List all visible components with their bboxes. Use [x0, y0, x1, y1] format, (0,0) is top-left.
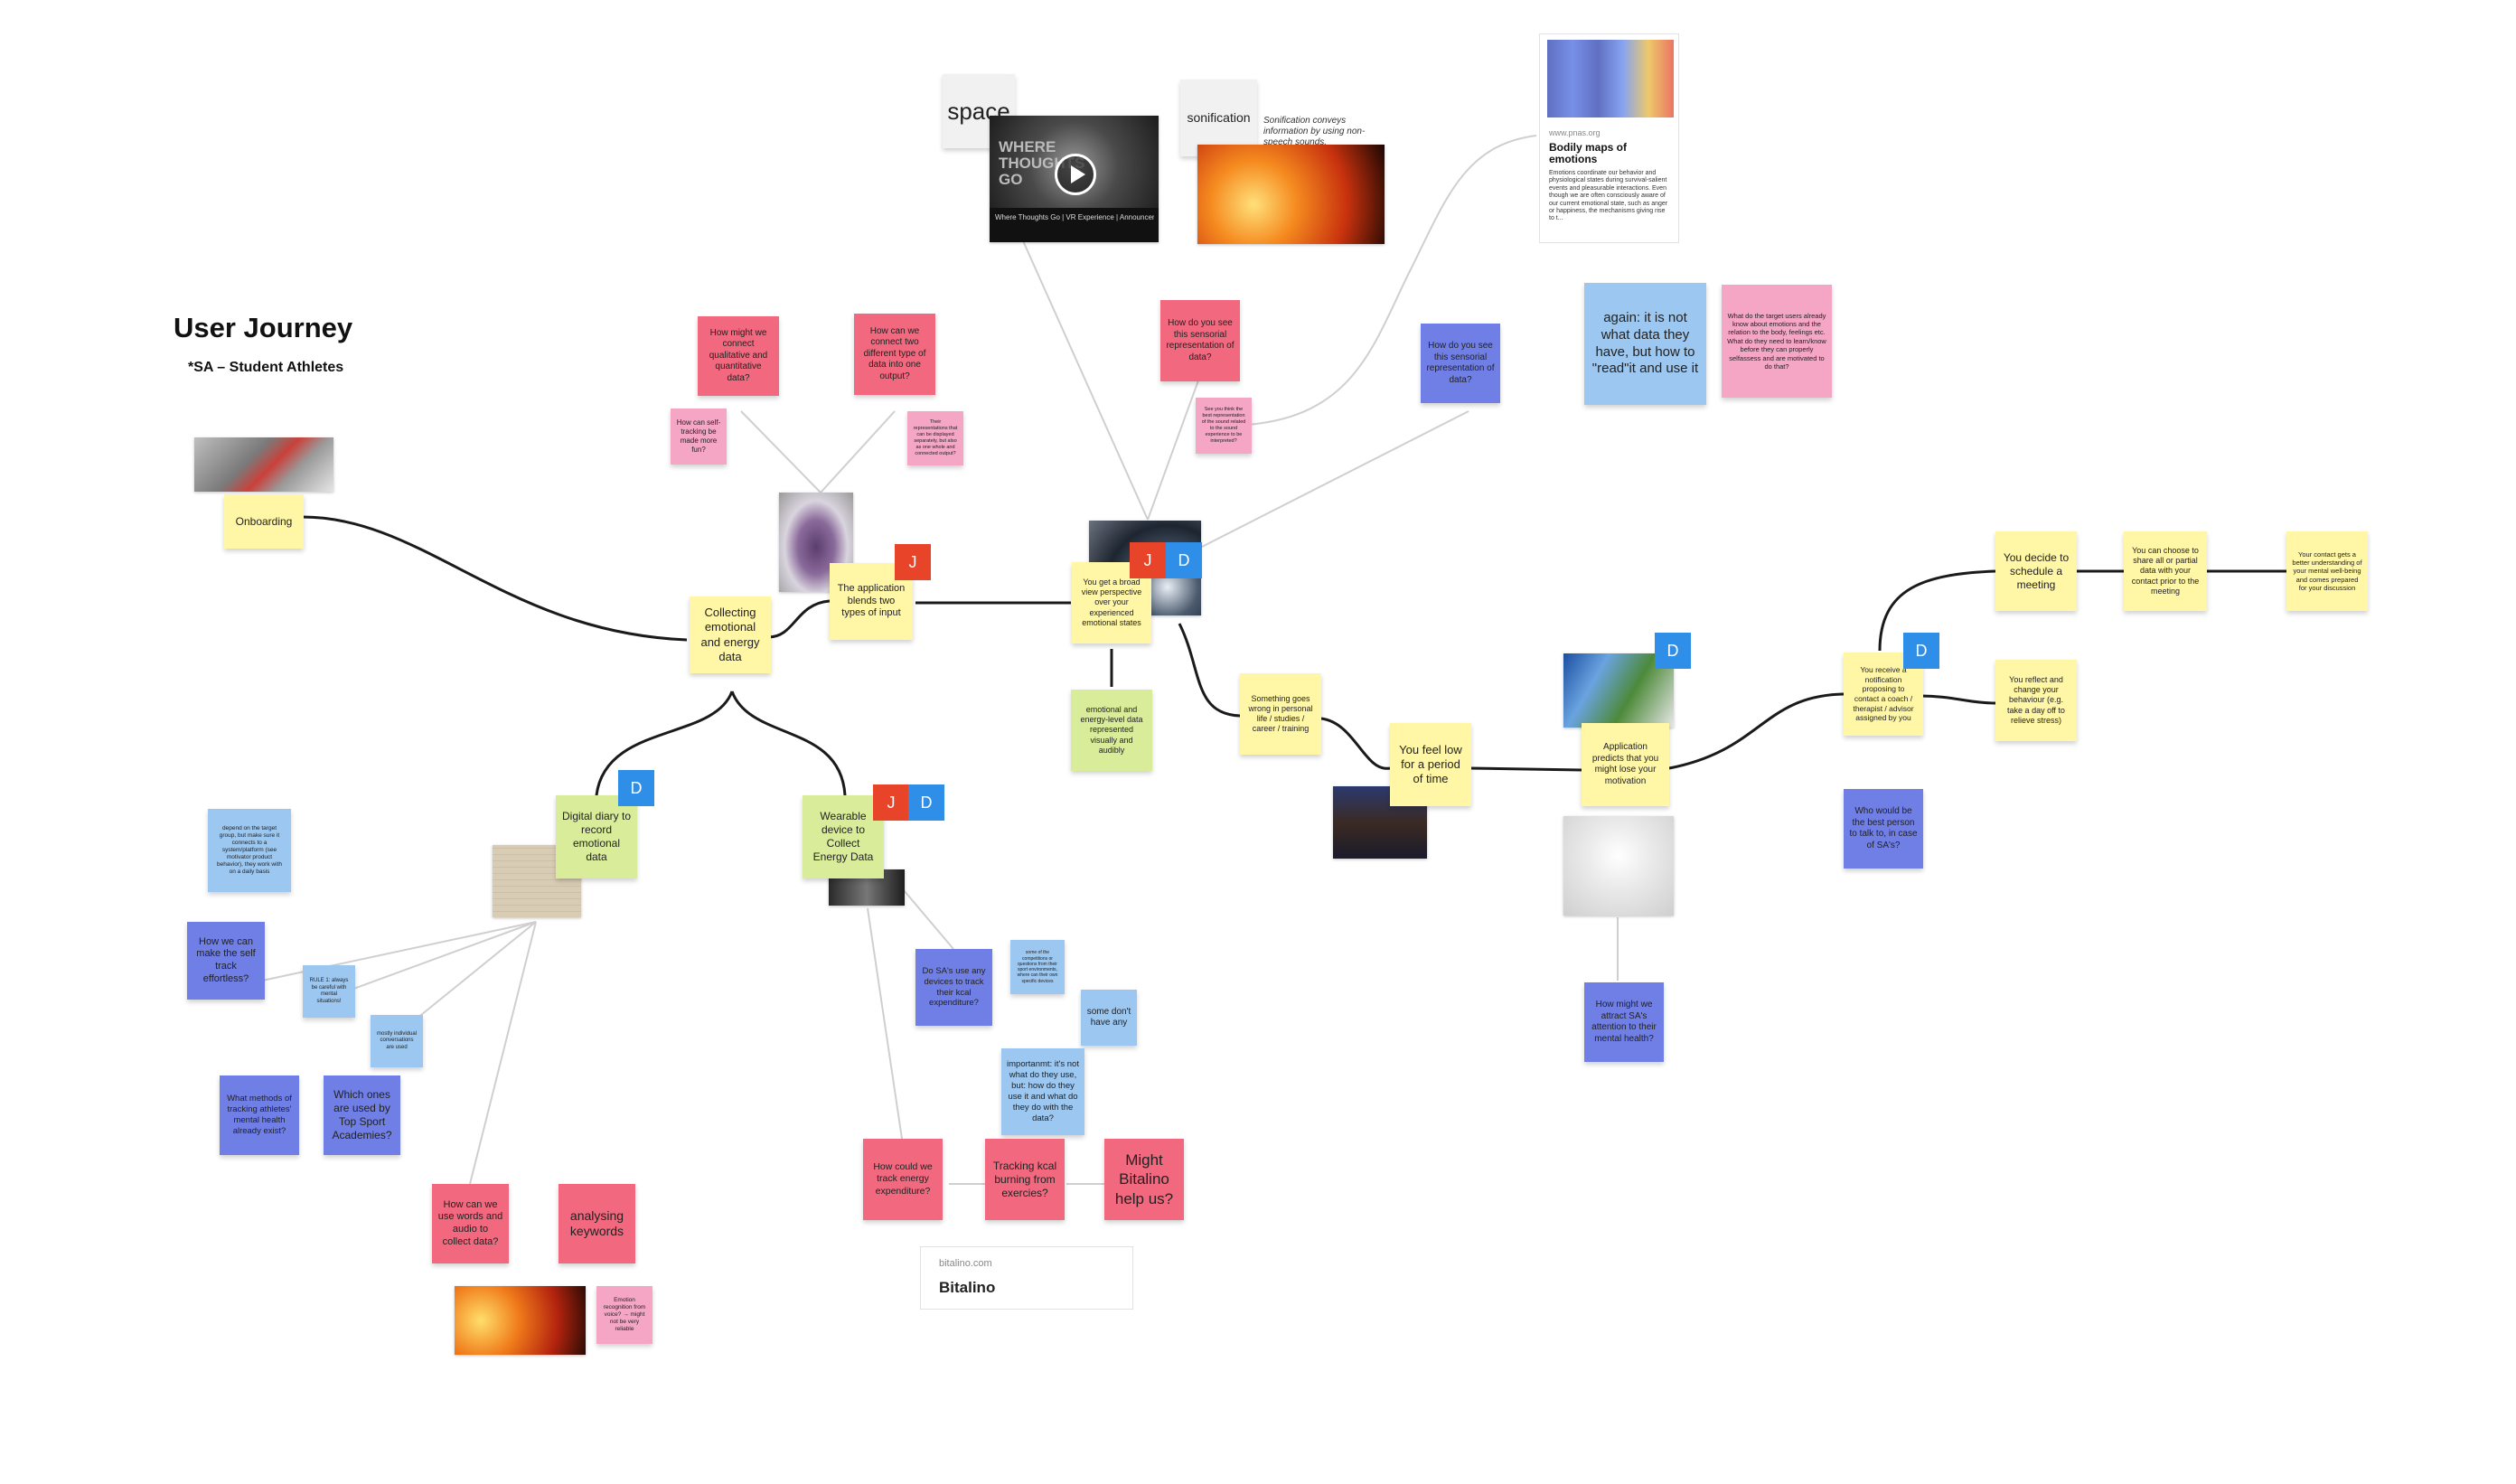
- avatar-badge-d-diary[interactable]: D: [618, 770, 654, 806]
- bitalino-link-card[interactable]: bitalino.com Bitalino: [920, 1246, 1133, 1310]
- connector-collecting-blends: [767, 599, 831, 639]
- bitalino-domain[interactable]: bitalino.com: [939, 1258, 992, 1269]
- sonification-caption: Sonification conveys information by usin…: [1263, 116, 1366, 147]
- bodily-maps-card[interactable]: www.pnas.org Bodily maps of emotions Emo…: [1539, 33, 1679, 243]
- sticky-broad-view[interactable]: You get a broad view perspective over yo…: [1072, 562, 1151, 643]
- sticky-see-sensorial-2[interactable]: How do you see this sensorial representa…: [1421, 324, 1500, 403]
- sticky-representations[interactable]: Their representations that can be displa…: [907, 411, 963, 465]
- connector-collecting-diary: [595, 690, 734, 796]
- connector-gray-6: [1201, 410, 1469, 548]
- sticky-tracking-kcal[interactable]: Tracking kcal burning from exercies?: [985, 1139, 1065, 1220]
- body-figures-illustration: [1547, 40, 1674, 117]
- sonification-label-note[interactable]: sonification: [1180, 80, 1257, 156]
- connector-notification-reflect: [1920, 694, 1996, 705]
- connector-notification-schedule: [1878, 569, 1996, 652]
- sticky-small-red-note[interactable]: See you think the best representation of…: [1196, 398, 1252, 454]
- sun-surface-image-top[interactable]: [1197, 145, 1385, 244]
- bodily-card-text: Emotions coordinate our behavior and phy…: [1549, 170, 1668, 222]
- sticky-methods-tracking[interactable]: What methods of tracking athletes' menta…: [220, 1075, 299, 1155]
- sticky-important[interactable]: importanmt: it's not what do they use, b…: [1001, 1048, 1084, 1135]
- video-title: Where Thoughts Go | VR Experience | Anno…: [995, 213, 1154, 221]
- board-subtitle: *SA – Student Athletes: [188, 360, 344, 375]
- connector-predicts-notification: [1668, 692, 1845, 770]
- avatar-badge-d-broadview[interactable]: D: [1166, 542, 1202, 578]
- connector-broadview-wrong: [1178, 623, 1241, 718]
- sticky-collecting-data[interactable]: Collecting emotional and energy data: [690, 596, 771, 673]
- mountain-climber-image[interactable]: [194, 437, 333, 492]
- sticky-share-data[interactable]: You can choose to share all or partial d…: [2124, 531, 2207, 611]
- sticky-connect-two[interactable]: How can we connect two different type of…: [854, 314, 935, 395]
- sticky-mostly-individual[interactable]: mostly individual conversations are used: [371, 1015, 423, 1067]
- sun-surface-image-bottom[interactable]: [455, 1286, 586, 1355]
- sticky-blends-input[interactable]: The application blends two types of inpu…: [830, 563, 913, 640]
- sticky-digital-diary[interactable]: Digital diary to record emotional data: [556, 795, 637, 878]
- sticky-emotion-recognition[interactable]: Emotion recognition from voice? → might …: [596, 1286, 652, 1344]
- sticky-hmw-connect[interactable]: How might we connect qualitative and qua…: [698, 316, 779, 396]
- sticky-sa-devices[interactable]: Do SA's use any devices to track their k…: [915, 949, 992, 1026]
- sticky-onboarding[interactable]: Onboarding: [224, 494, 304, 549]
- sticky-small-blue-note[interactable]: some of the competitions or questions fr…: [1010, 940, 1065, 994]
- connector-gray-12: [903, 889, 954, 950]
- sticky-reflect[interactable]: You reflect and change your behaviour (e…: [1995, 660, 2077, 741]
- sticky-see-sensorial[interactable]: How do you see this sensorial representa…: [1160, 300, 1240, 381]
- connector-gray-8: [338, 921, 537, 995]
- avatar-badge-d-predicts[interactable]: D: [1655, 633, 1691, 669]
- sticky-notification[interactable]: You receive a notification proposing to …: [1844, 653, 1923, 736]
- sticky-some-dont[interactable]: some don't have any: [1081, 990, 1137, 1046]
- avatar-badge-j-broadview[interactable]: J: [1130, 542, 1166, 578]
- avatar-badge-j-blends[interactable]: J: [895, 544, 931, 580]
- sticky-wearable-device[interactable]: Wearable device to Collect Energy Data: [803, 795, 884, 878]
- connector-gray-1: [740, 410, 821, 493]
- video-embed[interactable]: WHERE THOUGHTS GO Where Thoughts Go | VR…: [990, 116, 1159, 242]
- board-title: User Journey: [174, 312, 353, 343]
- sticky-best-person[interactable]: Who would be the best person to talk to,…: [1844, 789, 1923, 869]
- sticky-represented[interactable]: emotional and energy-level data represen…: [1071, 690, 1152, 771]
- bitalino-title: Bitalino: [939, 1279, 996, 1296]
- avatar-badge-d-notification[interactable]: D: [1903, 633, 1939, 669]
- sticky-rule-1[interactable]: RULE 1: always be careful with mental si…: [303, 965, 355, 1018]
- sticky-depend-target[interactable]: depend on the target group, but make sur…: [208, 809, 291, 892]
- connector-wrong-low: [1320, 717, 1391, 770]
- sticky-something-wrong[interactable]: Something goes wrong in personal life / …: [1240, 673, 1321, 755]
- sticky-track-energy[interactable]: How could we track energy expenditure?: [863, 1139, 943, 1220]
- connector-gray-11: [867, 907, 903, 1140]
- connector-gray-9: [401, 921, 537, 1031]
- sticky-again[interactable]: again: it is not what data they have, bu…: [1584, 283, 1706, 405]
- sticky-self-tracking-fun[interactable]: How can self-tracking be made more fun?: [671, 409, 727, 465]
- sticky-attract-attention[interactable]: How might we attract SA's attention to t…: [1584, 982, 1664, 1062]
- sticky-analysing-keywords[interactable]: analysing keywords: [559, 1184, 635, 1263]
- sticky-target-users[interactable]: What do the target users already know ab…: [1722, 285, 1832, 398]
- person-at-desk-image[interactable]: [1563, 816, 1674, 916]
- connector-gray-4: [1147, 370, 1203, 521]
- connector-low-predicts: [1469, 766, 1582, 772]
- connector-collecting-wearable: [730, 690, 847, 796]
- sticky-which-ones[interactable]: Which ones are used by Top Sport Academi…: [324, 1075, 400, 1155]
- space-label-note[interactable]: space: [943, 74, 1015, 148]
- connector-gray-3: [1020, 236, 1149, 521]
- sticky-bitalino-help[interactable]: Might Bitalino help us?: [1104, 1139, 1184, 1220]
- connector-gray-10: [469, 921, 537, 1185]
- play-icon[interactable]: [1055, 154, 1096, 195]
- sticky-feel-low[interactable]: You feel low for a period of time: [1390, 723, 1471, 806]
- sticky-predicts[interactable]: Application predicts that you might lose…: [1582, 723, 1669, 806]
- sticky-self-track-effortless[interactable]: How we can make the self track effortles…: [187, 922, 265, 1000]
- bodily-site-link[interactable]: www.pnas.org: [1549, 128, 1601, 137]
- sticky-contact-gets[interactable]: Your contact gets a better understanding…: [2286, 531, 2368, 611]
- sticky-words-audio[interactable]: How can we use words and audio to collec…: [432, 1184, 509, 1263]
- avatar-badge-j-wearable[interactable]: J: [873, 784, 909, 821]
- connector-gray-5: [1246, 135, 1537, 426]
- connector-gray-2: [820, 410, 896, 493]
- bodily-card-title: Bodily maps of emotions: [1549, 141, 1628, 166]
- avatar-badge-d-wearable[interactable]: D: [908, 784, 944, 821]
- sticky-schedule[interactable]: You decide to schedule a meeting: [1995, 531, 2077, 611]
- connector-onboarding-collecting: [302, 515, 688, 642]
